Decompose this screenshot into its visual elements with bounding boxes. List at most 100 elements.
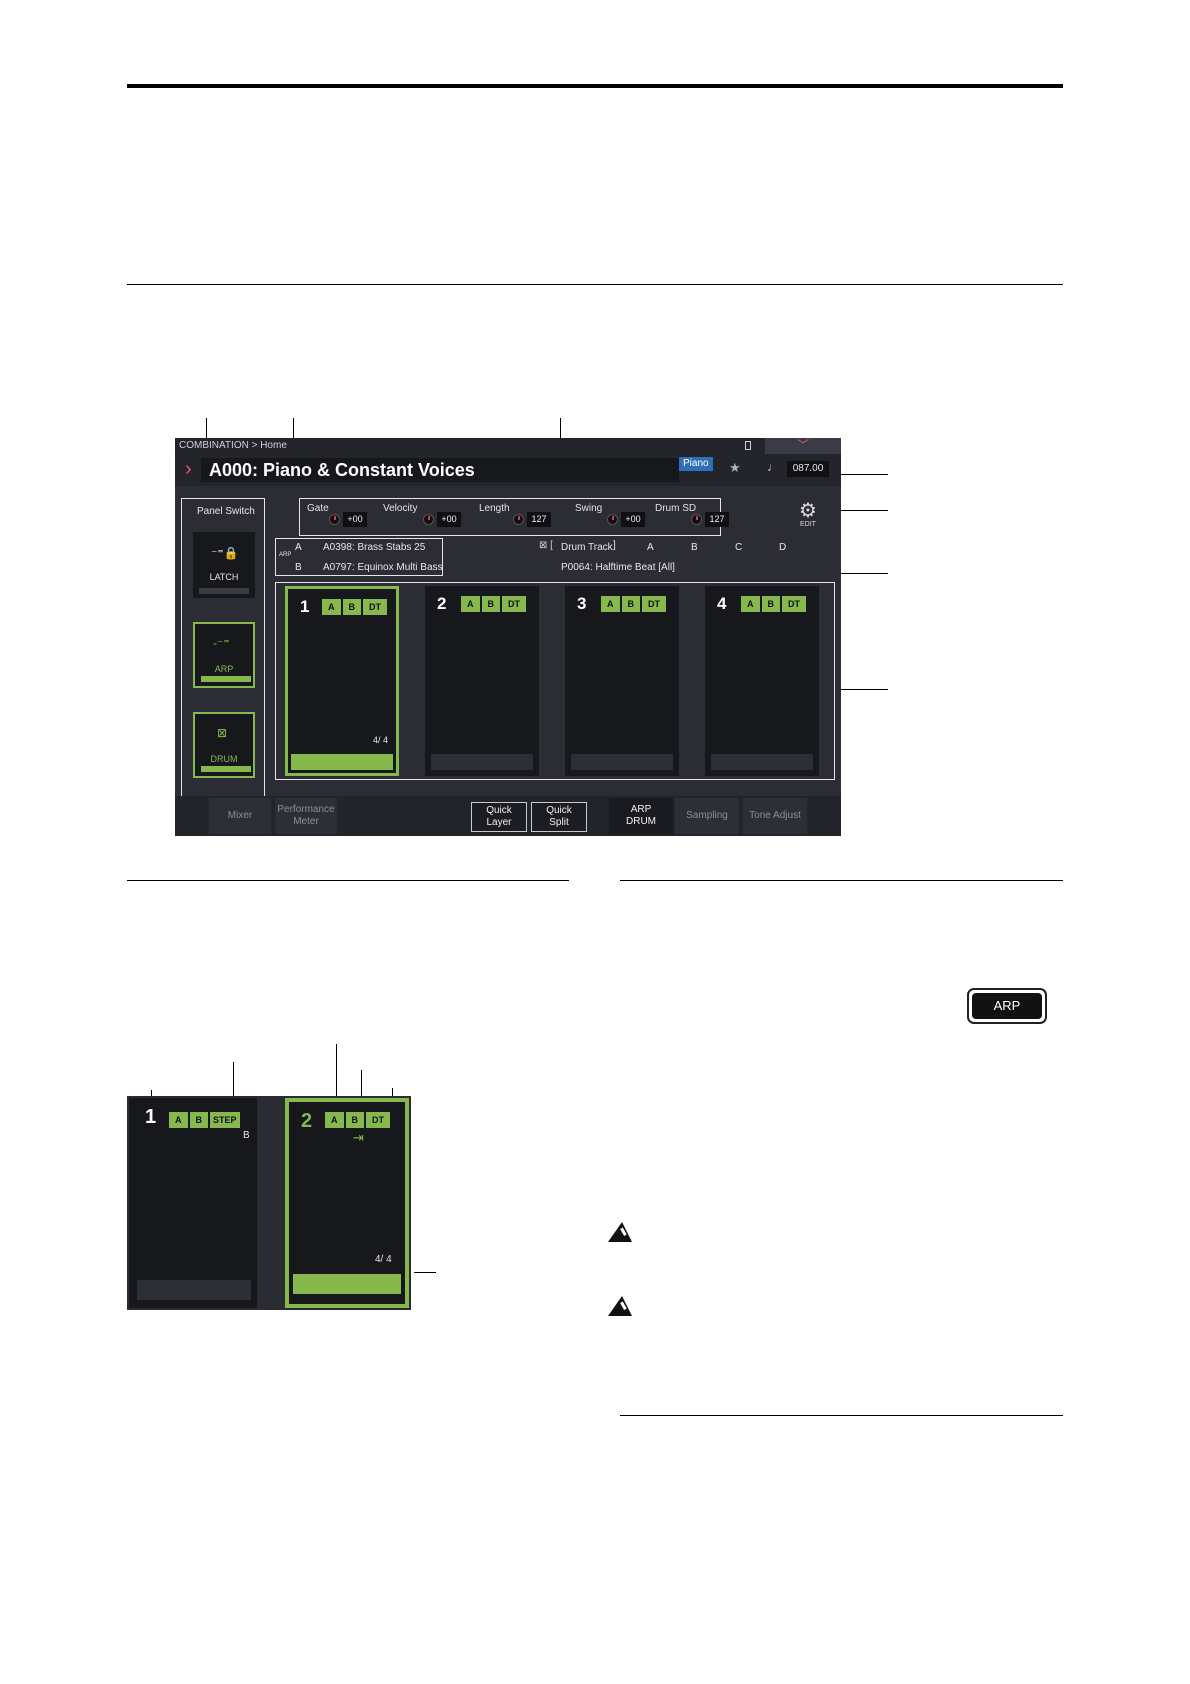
tab-tone-adjust[interactable]: Tone Adjust (743, 798, 807, 834)
chip-b[interactable]: B (621, 596, 640, 612)
drum-track-bracket: ] (613, 540, 616, 551)
tab-mixer[interactable]: Mixer (209, 798, 271, 834)
chip-step[interactable]: STEP (210, 1112, 240, 1128)
slot-footer (431, 754, 533, 770)
chip-dt[interactable]: DT (502, 596, 526, 612)
slot-number: 2 (301, 1110, 313, 1132)
fig2-callout-4 (361, 1070, 362, 1114)
drum-col-a[interactable]: A (647, 542, 654, 553)
chevron-down-icon[interactable]: ﹀ (765, 438, 841, 454)
note-icon: ♩ (767, 460, 779, 474)
chip-b[interactable]: B (345, 1112, 364, 1128)
drum-track-icon: ⊠ [ (539, 540, 553, 551)
velocity-knob[interactable] (423, 514, 434, 525)
gate-value[interactable]: +00 (343, 512, 367, 527)
right-column-rule (620, 880, 1063, 881)
slot-number: 4 (717, 594, 727, 613)
chip-a[interactable]: A (461, 596, 480, 612)
left-column-rule (127, 880, 569, 881)
chip-dt[interactable]: DT (366, 1112, 390, 1128)
chip-dt[interactable]: DT (782, 596, 806, 612)
arrow-to-bar-icon: ⇥ (353, 1130, 364, 1145)
chip-a[interactable]: A (741, 596, 760, 612)
arp-a-pattern[interactable]: A0398: Brass Stabs 25 (323, 542, 426, 553)
length-knob[interactable] (513, 514, 524, 525)
velocity-value[interactable]: +00 (437, 512, 461, 527)
latch-indicator (199, 588, 249, 594)
param-length-label: Length (479, 503, 510, 514)
quick-layer-button[interactable]: Quick Layer (471, 802, 527, 832)
program-title[interactable]: A000: Piano & Constant Voices (201, 458, 679, 482)
drum-col-b[interactable]: B (691, 542, 698, 553)
tab-sampling-label: Sampling (686, 810, 728, 821)
drum-sd-knob[interactable] (691, 514, 702, 525)
arp-b-letter: B (295, 562, 302, 573)
arp-a-letter: A (295, 542, 302, 553)
swing-knob[interactable] (607, 514, 618, 525)
arp-slot-4[interactable]: 4 A B DT (705, 586, 819, 776)
top-rule (127, 84, 1063, 88)
arp-pattern-box (275, 538, 443, 576)
drum-track-label[interactable]: Drum Track (561, 542, 613, 553)
arp-slot-1[interactable]: 1 A B DT 4/ 4 (285, 586, 399, 776)
warning-icon (608, 1222, 632, 1242)
length-value[interactable]: 127 (527, 512, 551, 527)
callout-line-tempo (820, 474, 888, 475)
quick-split-button[interactable]: Quick Split (531, 802, 587, 832)
drum-switch-label: DRUM (210, 754, 238, 764)
step-count: 4/ 4 (375, 1254, 392, 1265)
arp-b-pattern[interactable]: A0797: Equinox Multi Bass (323, 562, 443, 573)
detail-slot-1[interactable]: 1 A B STEP B (129, 1098, 257, 1308)
chip-a[interactable]: A (601, 596, 620, 612)
chip-b[interactable]: B (761, 596, 780, 612)
tab-arp-drum[interactable]: ARP DRUM (609, 798, 673, 834)
gate-knob[interactable] (329, 514, 340, 525)
param-velocity-label: Velocity (383, 503, 418, 514)
arp-switch-icon: -⁻⁼ (213, 636, 230, 650)
page-icon[interactable] (745, 441, 751, 450)
slot-footer (293, 1274, 401, 1294)
drum-sd-value[interactable]: 127 (705, 512, 729, 527)
chip-a[interactable]: A (169, 1112, 188, 1128)
star-icon[interactable]: ★ (729, 460, 741, 475)
chip-b[interactable]: B (189, 1112, 208, 1128)
quick-split-label-1: Quick (546, 805, 572, 816)
tempo-value[interactable]: 087.00 (787, 461, 829, 477)
tab-performance-meter[interactable]: Performance Meter (275, 798, 337, 834)
tab-performance-label: Performance (277, 804, 335, 815)
fig2-callout-6 (414, 1272, 436, 1273)
drum-switch-button[interactable]: ⊠ DRUM (193, 712, 255, 778)
step-sub-label: B (243, 1130, 250, 1141)
slot-number: 3 (577, 594, 587, 613)
chip-dt[interactable]: DT (642, 596, 666, 612)
chip-b[interactable]: B (481, 596, 500, 612)
drum-col-d[interactable]: D (779, 542, 787, 553)
chip-b[interactable]: B (342, 599, 361, 615)
chip-a[interactable]: A (322, 599, 341, 615)
fig2-callout-3 (336, 1044, 337, 1114)
chip-a[interactable]: A (325, 1112, 344, 1128)
arp-slot-3[interactable]: 3 A B DT (565, 586, 679, 776)
drum-pattern[interactable]: P0064: Halftime Beat [All] (561, 562, 675, 573)
swing-value[interactable]: +00 (621, 512, 645, 527)
tab-drum-label: DRUM (626, 816, 656, 827)
chip-dt[interactable]: DT (363, 599, 387, 615)
quick-split-label-2: Split (549, 817, 569, 828)
chevron-right-icon[interactable]: › (185, 458, 192, 480)
latch-button[interactable]: ⁻⁼🔒 LATCH (193, 532, 255, 598)
arp-slot-2[interactable]: 2 A B DT (425, 586, 539, 776)
warning-icon (608, 1296, 632, 1316)
arp-switch-button[interactable]: -⁻⁼ ARP (193, 622, 255, 688)
detail-slot-2[interactable]: 2 A B DT ⇥ 4/ 4 (285, 1098, 409, 1308)
section-rule (127, 284, 1063, 285)
param-swing-label: Swing (575, 503, 603, 514)
latch-label: LATCH (209, 572, 239, 582)
gear-icon[interactable]: ⚙ (799, 500, 817, 522)
drum-col-c[interactable]: C (735, 542, 743, 553)
bottom-tab-bar: Mixer Performance Meter Quick Layer Quic… (175, 796, 841, 836)
tab-tone-adjust-label: Tone Adjust (749, 810, 801, 821)
arp-button-label: ARP (972, 993, 1042, 1019)
tab-sampling[interactable]: Sampling (675, 798, 739, 834)
drum-kit-icon: ⊠ (217, 726, 228, 740)
arp-hardware-button: ARP (967, 988, 1047, 1024)
